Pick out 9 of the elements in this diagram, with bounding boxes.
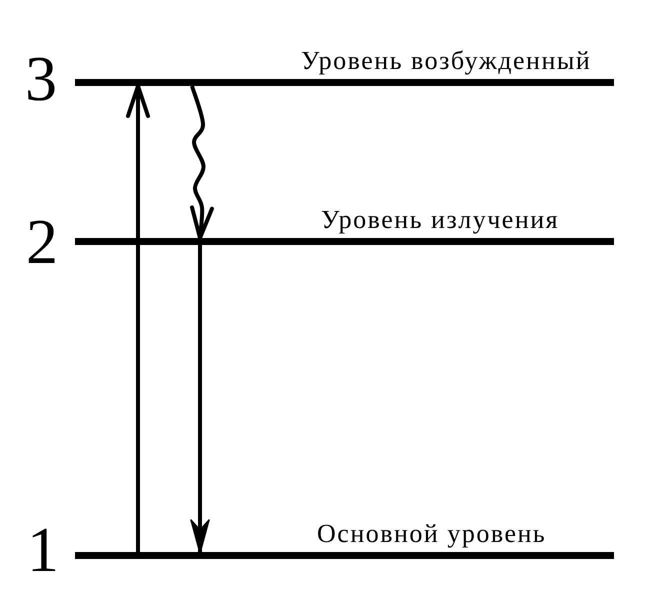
level-number: 2 <box>26 210 58 274</box>
arrow <box>190 245 210 554</box>
arrow <box>126 84 150 552</box>
level-name: Уровень возбужденный <box>301 48 592 74</box>
level-number: 3 <box>25 47 57 111</box>
wavy-arrow <box>190 85 214 240</box>
level-name: Уровень излучения <box>321 207 560 233</box>
level-name: Основной уровень <box>317 521 546 547</box>
level-number: 1 <box>27 518 59 582</box>
